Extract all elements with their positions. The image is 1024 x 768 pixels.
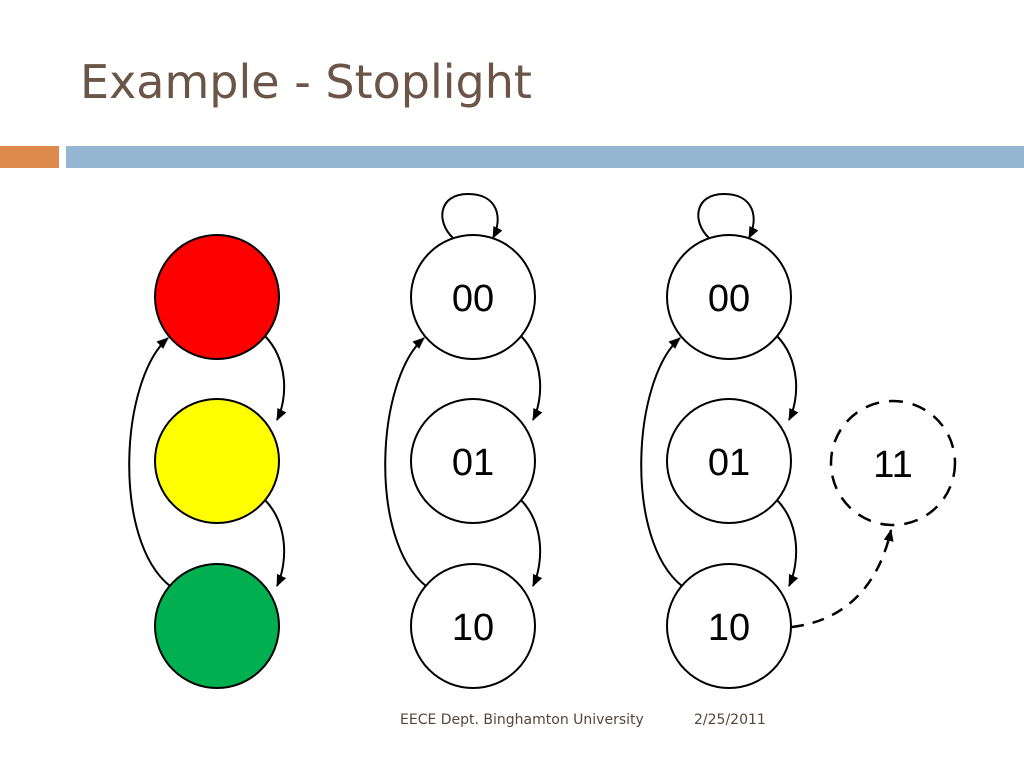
stoplight <box>128 234 287 689</box>
transition-10-to-00-extended <box>640 337 683 587</box>
state-01-label: 01 <box>452 442 494 484</box>
state-10-label: 10 <box>452 607 494 649</box>
self-loop-00 <box>441 192 503 239</box>
transition-00-to-01-extended <box>776 335 799 421</box>
fsm-extended: 00 01 10 11 <box>640 192 957 689</box>
state-00-label: 00 <box>452 278 494 320</box>
transition-00-to-01 <box>520 335 543 421</box>
transition-red-to-yellow <box>264 335 287 421</box>
accent-bar-orange <box>0 146 59 168</box>
transition-01-to-10 <box>520 499 543 587</box>
transition-01-to-10-extended <box>776 499 799 587</box>
self-loop-00-extended <box>697 192 759 239</box>
transition-green-to-red <box>128 337 171 587</box>
footer-org: EECE Dept. Binghamton University <box>400 712 644 728</box>
state-01-extended-label: 01 <box>708 442 750 484</box>
state-00 <box>410 234 536 360</box>
state-11-unused <box>829 399 957 527</box>
state-10-extended-label: 10 <box>708 607 750 649</box>
state-01-extended <box>666 398 792 524</box>
state-01 <box>410 398 536 524</box>
transition-10-to-00 <box>384 337 427 587</box>
yellow-light <box>154 398 280 524</box>
transition-yellow-to-green <box>264 499 287 587</box>
state-10 <box>410 563 536 689</box>
state-00-extended <box>666 234 792 360</box>
state-00-extended-label: 00 <box>708 278 750 320</box>
fsm-basic: 00 01 10 <box>384 192 543 689</box>
footer-date: 2/25/2011 <box>694 712 766 728</box>
transition-10-to-11 <box>791 529 894 629</box>
state-10-extended <box>666 563 792 689</box>
slide-title: Example - Stoplight <box>80 55 532 109</box>
red-light <box>154 234 280 360</box>
state-11-label: 11 <box>873 444 912 486</box>
accent-bar-blue <box>66 146 1024 168</box>
green-light <box>154 563 280 689</box>
